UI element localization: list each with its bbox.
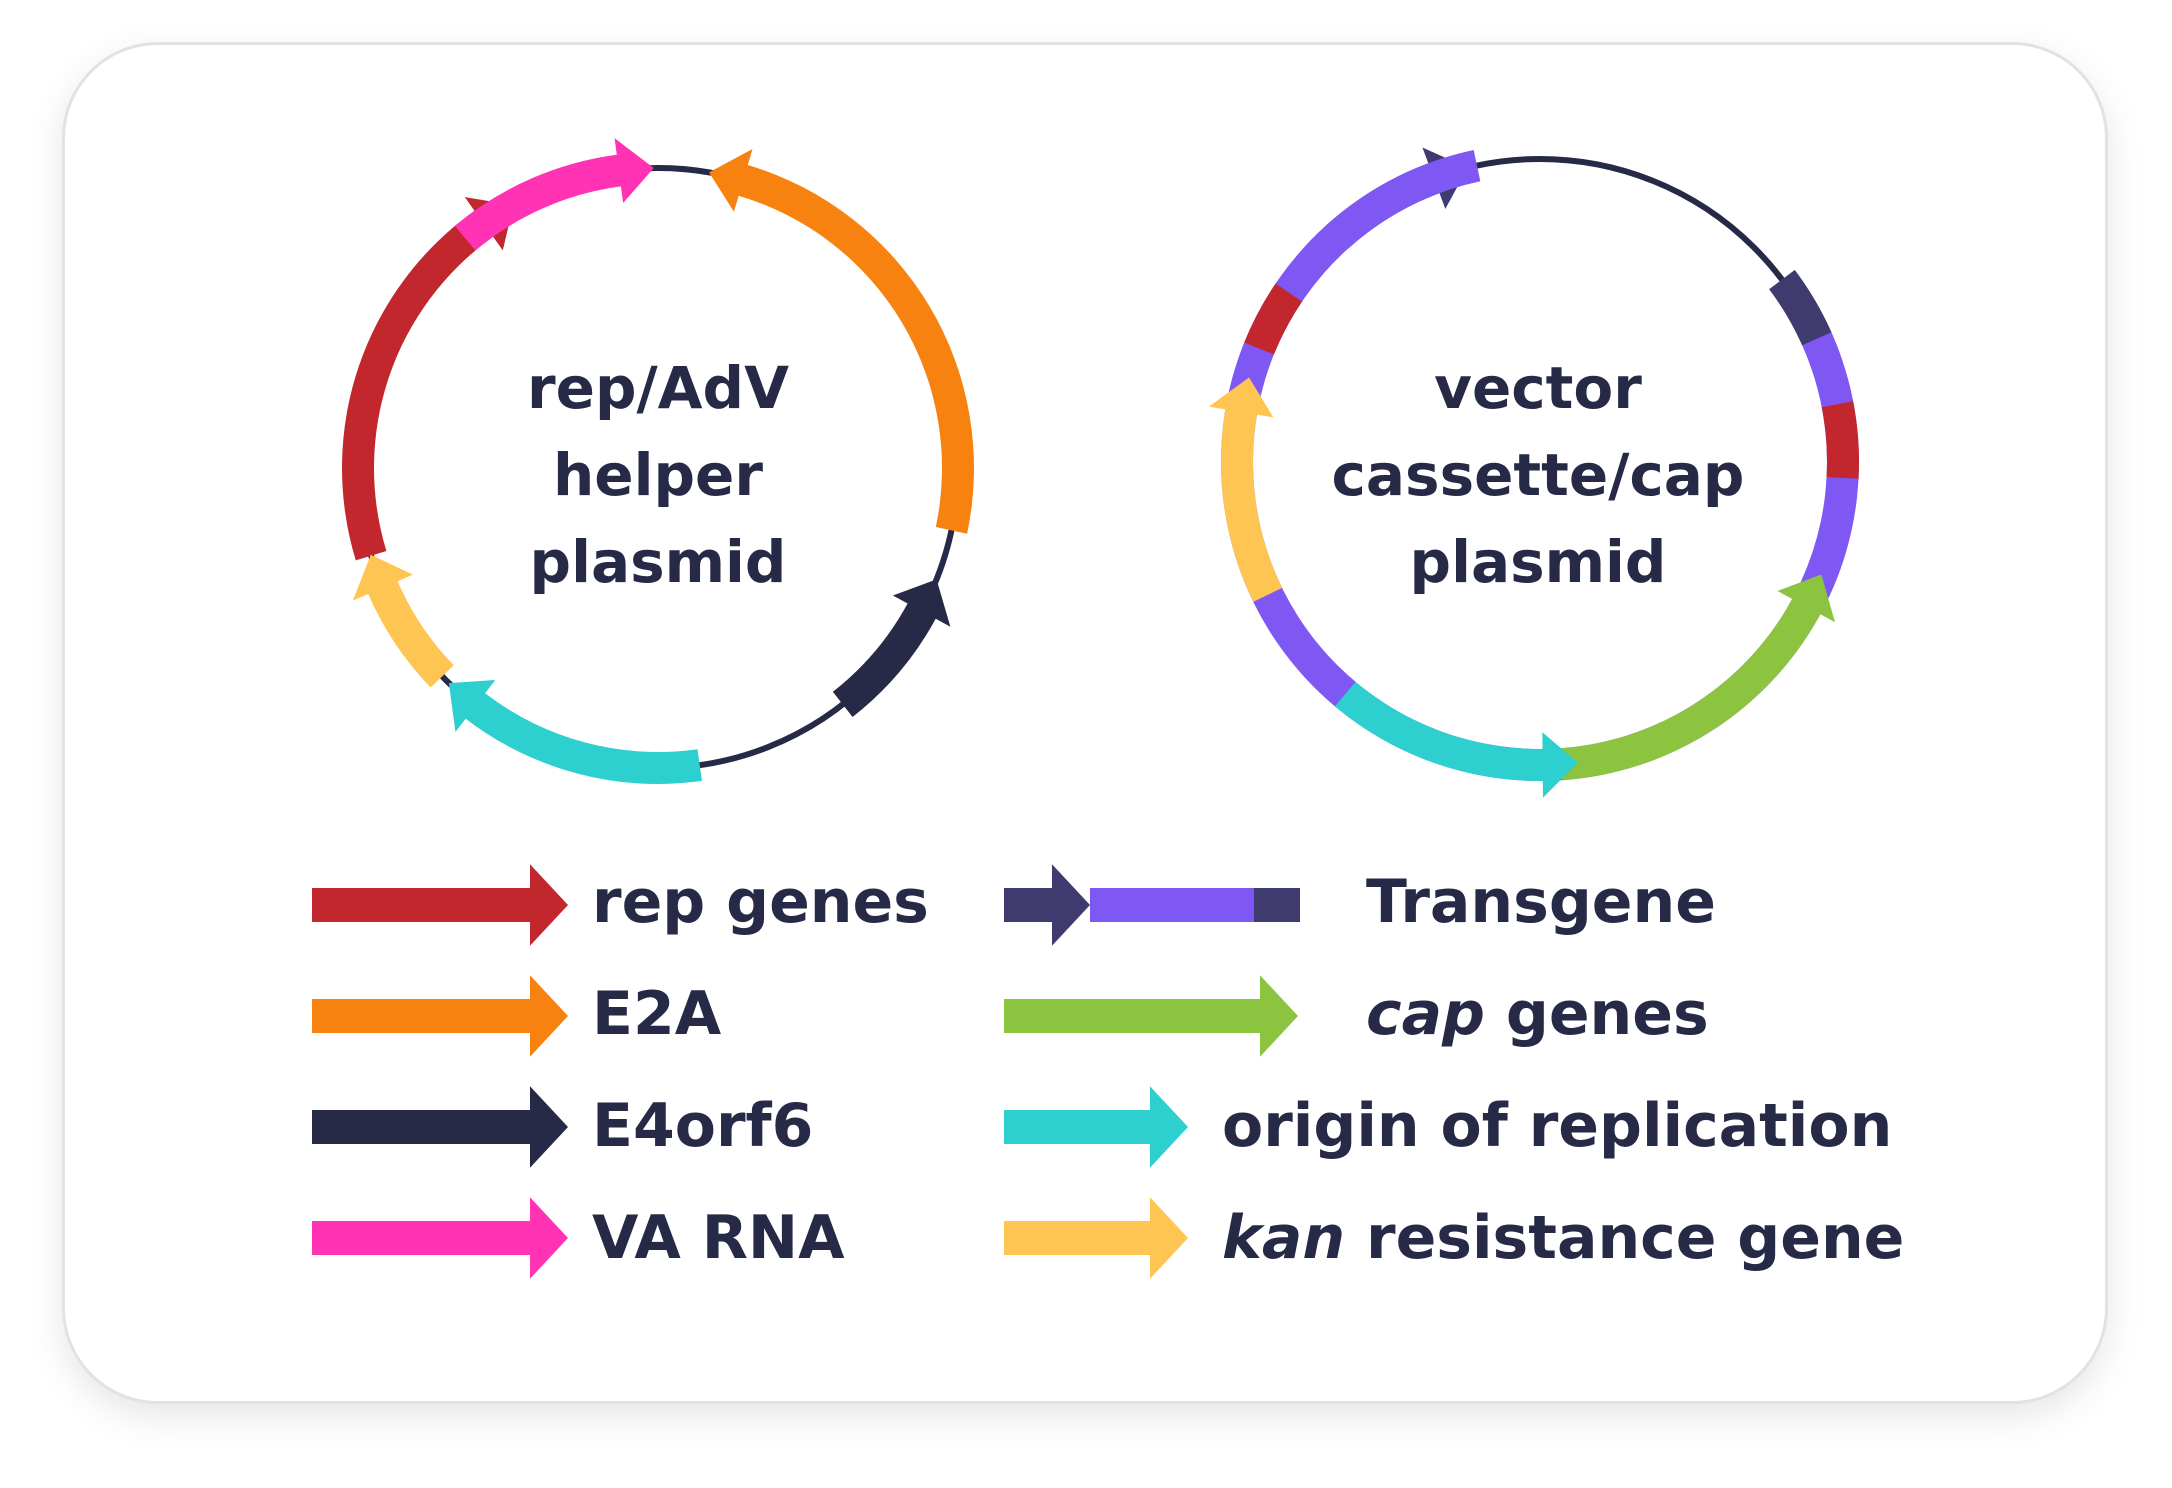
legend-cap: cap genes: [1004, 975, 1709, 1057]
va-rna-arrow-icon: [312, 1197, 568, 1279]
legend-cap-label-italic: cap: [1366, 979, 1485, 1049]
legend-right-column: Transgene cap genes origin of replicatio…: [1004, 864, 1904, 1279]
rep-arrow-icon: [312, 864, 568, 946]
va-rna-arc: [454, 138, 654, 251]
helper-plasmid-map: rep/AdV helper plasmid: [342, 138, 975, 784]
svg-text:E2A: E2A: [592, 979, 722, 1049]
e2a-arrow-icon: [312, 975, 568, 1057]
origin-of-replication-arc: [1334, 681, 1578, 798]
svg-text:cap genes: cap genes: [1366, 979, 1709, 1049]
legend-ori-label: origin of replication: [1222, 1091, 1892, 1161]
ori-arrow-icon: [1004, 1086, 1188, 1168]
legend-e4orf6: E4orf6: [312, 1086, 813, 1168]
vector-plasmid-title-line-2: cassette/cap: [1332, 441, 1745, 509]
legend-left-column: rep genes E2A E4orf6 VA RNA: [312, 864, 929, 1279]
legend-transgene-label: Transgene: [1366, 867, 1716, 937]
kan-resistance-arc: [352, 554, 454, 688]
legend-rep: rep genes: [312, 864, 929, 946]
helper-plasmid-title-line-3: plasmid: [530, 528, 787, 596]
legend-kan-label-italic: kan: [1222, 1203, 1345, 1273]
kan-arrow-icon: [1004, 1197, 1188, 1279]
figure-card: [62, 42, 2108, 1404]
kan-resistance-arc: [1208, 377, 1283, 602]
svg-text:origin of replication: origin of replication: [1222, 1091, 1892, 1161]
rep-gene-arc: [342, 197, 514, 561]
legend-kan: kan resistance gene: [1004, 1197, 1904, 1279]
cap-arrow-icon: [1004, 975, 1298, 1057]
transgene-body-icon: [1090, 888, 1254, 922]
legend-cap-label: genes: [1485, 979, 1709, 1049]
legend-rep-label: rep genes: [592, 867, 929, 937]
helper-plasmid-title-line-1: rep/AdV: [527, 354, 789, 422]
e4orf6-arrow-icon: [312, 1086, 568, 1168]
e4orf6-arc: [832, 579, 951, 718]
helper-plasmid-title-line-2: helper: [553, 441, 763, 509]
rep-segment-arc-right: [1821, 401, 1859, 479]
legend-e2a-label: E2A: [592, 979, 722, 1049]
vector-plasmid-map: vector cassette/cap plasmid: [1208, 147, 1859, 798]
transgene-end-arc: [1769, 270, 1832, 346]
svg-text:E4orf6: E4orf6: [592, 1091, 813, 1161]
legend-transgene: Transgene: [1004, 864, 1716, 946]
legend-ori: origin of replication: [1004, 1086, 1892, 1168]
legend-va-rna-label: VA RNA: [592, 1203, 845, 1273]
rep-segment-arc-upper-left: [1244, 283, 1303, 355]
svg-text:rep genes: rep genes: [592, 867, 929, 937]
legend-kan-label: resistance gene: [1345, 1203, 1904, 1273]
svg-text:kan resistance gene: kan resistance gene: [1222, 1203, 1904, 1273]
legend-e4orf6-label: E4orf6: [592, 1091, 813, 1161]
svg-text:Transgene: Transgene: [1366, 867, 1716, 937]
cap-gene-arc: [1560, 574, 1836, 781]
svg-text:VA RNA: VA RNA: [592, 1203, 845, 1273]
transgene-end-icon: [1254, 888, 1300, 922]
e2a-arc: [709, 148, 975, 534]
vector-plasmid-title-line-1: vector: [1434, 354, 1642, 422]
legend-va-rna: VA RNA: [312, 1197, 845, 1279]
vector-plasmid-title-line-3: plasmid: [1410, 528, 1667, 596]
transgene-promoter-arrow-icon: [1004, 864, 1090, 946]
legend-e2a: E2A: [312, 975, 722, 1057]
origin-of-replication-arc: [448, 680, 702, 784]
